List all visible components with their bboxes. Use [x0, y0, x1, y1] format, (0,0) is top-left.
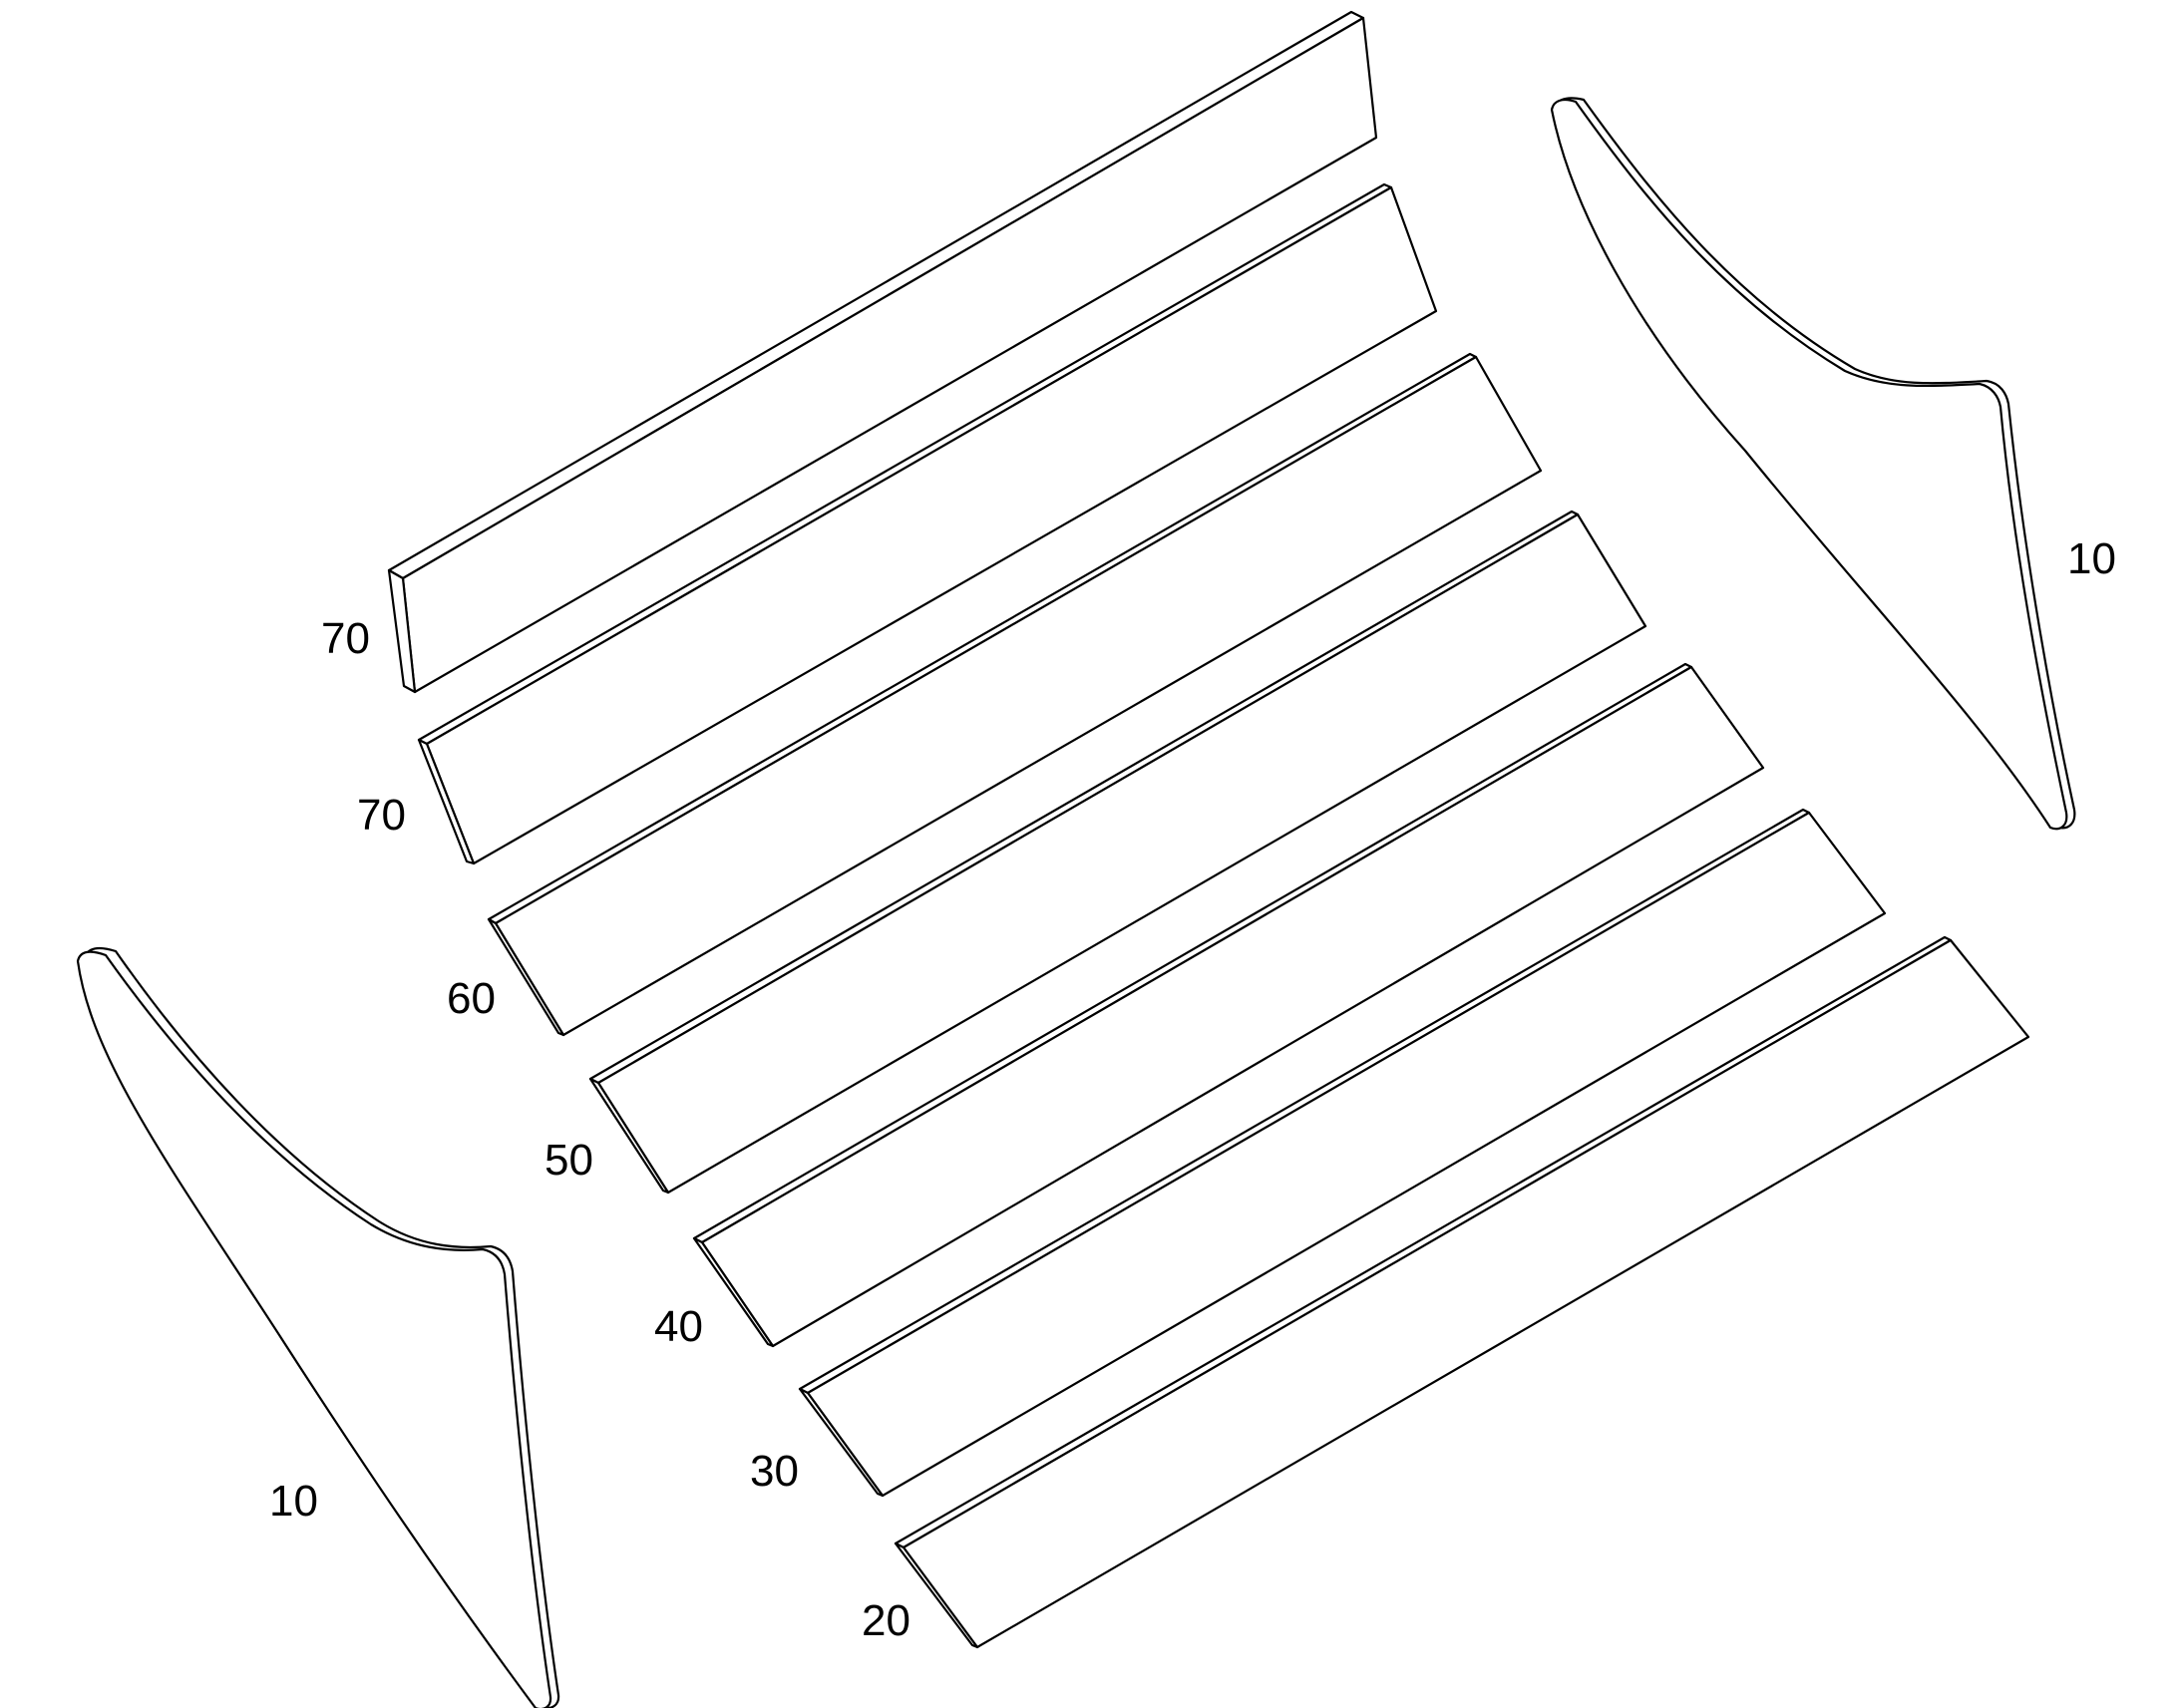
label-slat-60: 60 [447, 974, 496, 1023]
label-slat-50: 50 [545, 1136, 593, 1185]
label-slat-20: 20 [862, 1596, 910, 1645]
slat-20 [894, 935, 2030, 1649]
slat-50 [588, 510, 1647, 1195]
slat-70-second [417, 182, 1438, 865]
label-slat-30: 30 [750, 1447, 799, 1496]
slat-60 [487, 352, 1543, 1037]
label-slat-40: 40 [654, 1302, 703, 1351]
label-slat-70-second: 70 [357, 791, 406, 840]
slat-70-top [387, 10, 1378, 694]
slat-30 [798, 808, 1887, 1498]
label-side-panel-left: 10 [269, 1477, 318, 1526]
label-slat-70-top: 70 [321, 614, 370, 663]
slat-40 [692, 662, 1765, 1348]
side-panel-right [1550, 97, 2076, 831]
side-panel-left [76, 946, 560, 1708]
label-side-panel-right: 10 [2067, 534, 2116, 583]
